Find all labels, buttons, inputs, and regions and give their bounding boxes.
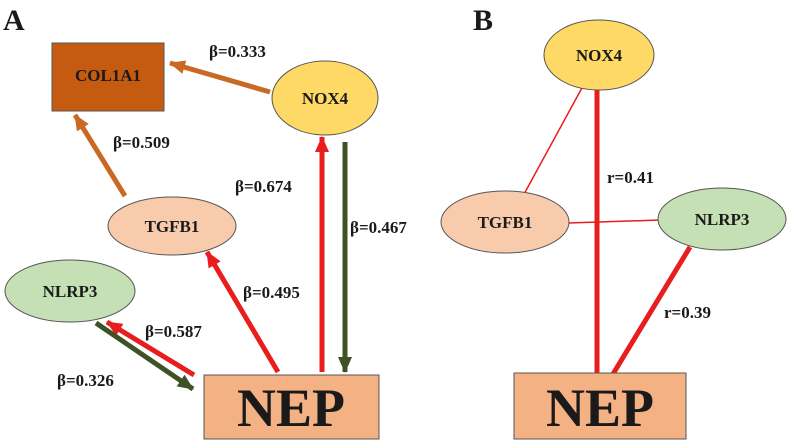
corr-tgfb1-nlrp3 — [567, 219, 661, 224]
node-nox4: NOX4 — [271, 60, 379, 136]
edge-label-nep-nox4: β=0.674 — [235, 177, 292, 196]
node-nlrp3: NLRP3 — [4, 259, 136, 323]
edge-label-nep-tgfb1: β=0.495 — [243, 283, 300, 302]
node-b-nep: NEP — [513, 372, 687, 440]
node-b-nlrp3: NLRP3 — [657, 187, 787, 251]
node-b-nep-label: NEP — [546, 378, 654, 438]
node-b-tgfb1: TGFB1 — [440, 190, 570, 254]
node-b-nlrp3-label: NLRP3 — [695, 210, 750, 229]
panel-b-letter: B — [473, 4, 493, 37]
edge-nlrp3-to-nep — [94, 320, 195, 392]
panel-a-letter: A — [3, 4, 25, 37]
node-tgfb1-label: TGFB1 — [145, 217, 200, 236]
edge-label-tgfb1-col1a1: β=0.509 — [113, 133, 170, 152]
node-col1a1: COL1A1 — [51, 42, 165, 112]
node-b-tgfb1-label: TGFB1 — [478, 213, 533, 232]
node-nlrp3-label: NLRP3 — [43, 282, 98, 301]
edge-nox4-to-col1a1 — [169, 60, 271, 95]
node-nep: NEP — [203, 374, 380, 440]
corr-label-nox4-nep: r=0.41 — [607, 168, 654, 187]
edge-nep-to-tgfb1 — [204, 250, 281, 374]
edge-tgfb1-to-col1a1 — [72, 113, 128, 198]
node-nox4-label: NOX4 — [302, 89, 349, 108]
node-tgfb1: TGFB1 — [107, 196, 237, 256]
edge-label-nox4-col1a1: β=0.333 — [209, 42, 266, 61]
edge-label-nep-nlrp3: β=0.587 — [145, 322, 202, 341]
node-nep-label: NEP — [237, 378, 345, 438]
panel-b: B NOX4 TGFB1 NLRP3 NEP r=0.41 r=0.39 — [440, 4, 787, 440]
node-col1a1-label: COL1A1 — [75, 66, 141, 85]
node-b-nox4: NOX4 — [543, 19, 655, 91]
panel-a: A COL1A1 NOX4 TGFB1 NLRP3 NEP — [3, 4, 407, 440]
edge-label-nox4-nep: β=0.467 — [350, 218, 407, 237]
corr-label-nlrp3-nep: r=0.39 — [664, 303, 711, 322]
node-b-nox4-label: NOX4 — [576, 46, 623, 65]
edge-nep-to-nlrp3 — [105, 319, 196, 378]
corr-nlrp3-nep — [610, 245, 693, 376]
edge-label-nlrp3-nep: β=0.326 — [57, 371, 114, 390]
corr-nox4-tgfb1 — [522, 85, 584, 197]
